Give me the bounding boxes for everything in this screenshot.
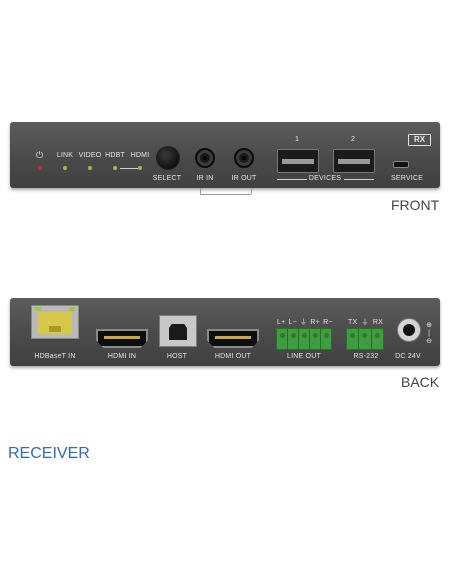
- line-out-terminal[interactable]: [276, 328, 332, 350]
- devices-label: DEVICES: [308, 175, 342, 182]
- hdmi-in-label: HDMI IN: [107, 353, 137, 360]
- front-label: FRONT: [391, 197, 440, 213]
- host-usb-port[interactable]: [159, 315, 197, 347]
- devices-line-left: [277, 179, 307, 180]
- receiver-caption: RECEIVER: [8, 445, 90, 462]
- hdmi-out-label: HDMI OUT: [214, 353, 252, 360]
- dc-power-jack[interactable]: [397, 318, 421, 342]
- led-link: [63, 166, 67, 170]
- usb-port-1[interactable]: [277, 149, 319, 173]
- power-led: [38, 166, 42, 170]
- led-label-link: LINK: [56, 152, 74, 159]
- devices-line-right: [344, 179, 374, 180]
- ir-bracket-line: [200, 194, 251, 195]
- line-out-pin-labels: L+ L− ⏚ R+ R−: [277, 319, 333, 326]
- led-video: [88, 166, 92, 170]
- usb-port-2[interactable]: [333, 149, 375, 173]
- led-hdmi: [138, 166, 142, 170]
- usb-number-1: 1: [294, 136, 300, 143]
- back-panel: HDBaseT IN HDMI IN HOST HDMI OUT L+ L− ⏚…: [10, 298, 440, 366]
- front-panel: ⏻ LINK VIDEO HDBT HDMI SELECT IR IN IR O…: [10, 122, 440, 188]
- host-label: HOST: [166, 353, 188, 360]
- polarity-icon: ⊕|⊖: [426, 322, 432, 345]
- hdmi-in-port[interactable]: [96, 329, 148, 348]
- hdmi-out-port[interactable]: [207, 329, 259, 348]
- rs232-terminal[interactable]: [346, 328, 384, 350]
- line-out-label: LINE OUT: [287, 353, 321, 360]
- ir-out-jack[interactable]: [234, 148, 254, 168]
- led-label-hdbt: HDBT: [105, 152, 125, 159]
- rx-badge: RX: [408, 134, 432, 146]
- select-button[interactable]: [156, 146, 180, 170]
- usb-number-2: 2: [350, 136, 356, 143]
- select-label: SELECT: [152, 175, 182, 182]
- service-port[interactable]: [393, 161, 409, 168]
- hdbt-hdmi-divider: [120, 168, 138, 169]
- dc-label: DC 24V: [395, 353, 421, 360]
- back-label: BACK: [401, 374, 440, 390]
- power-icon: ⏻: [36, 150, 44, 160]
- led-hdbt: [113, 166, 117, 170]
- hdbaset-in-port[interactable]: [31, 305, 79, 339]
- led-label-hdmi: HDMI: [130, 152, 150, 159]
- ir-out-label: IR OUT: [231, 175, 257, 182]
- ir-in-label: IR IN: [196, 175, 214, 182]
- led-label-video: VIDEO: [78, 152, 102, 159]
- ir-bracket-right: [251, 188, 252, 194]
- ir-in-jack[interactable]: [195, 148, 215, 168]
- service-label: SERVICE: [390, 175, 424, 182]
- hdbaset-in-label: HDBaseT IN: [34, 353, 76, 360]
- rs232-pin-labels: TX ⏚ RX: [348, 319, 383, 326]
- rs232-label: RS-232: [353, 353, 379, 360]
- ir-bracket-left: [200, 188, 201, 194]
